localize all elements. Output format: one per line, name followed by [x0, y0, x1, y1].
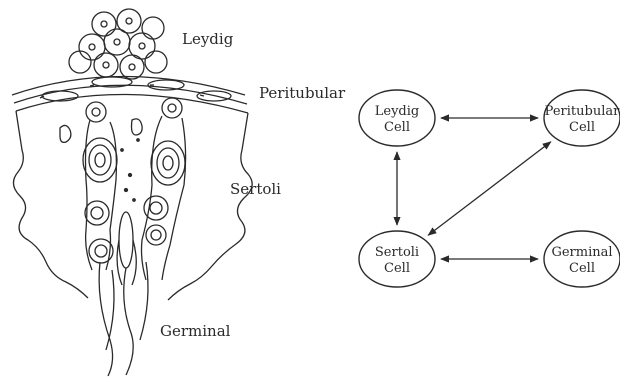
tissue-illustration — [12, 9, 252, 376]
label-germinal: Germinal — [160, 322, 230, 340]
label-leydig: Leydig — [182, 30, 233, 48]
edge-sertoli-peritubular — [428, 142, 551, 235]
label-peritubular: Peritubular — [259, 84, 345, 102]
node-sertoli-label-2: Cell — [384, 261, 410, 276]
node-leydig-label-1: Leydig — [375, 104, 419, 119]
node-peritubular-label-1: Peritubular — [545, 104, 620, 119]
label-sertoli: Sertoli — [230, 180, 281, 198]
sertoli-tissue-outline — [13, 111, 252, 300]
node-sertoli-label-1: Sertoli — [375, 245, 419, 260]
leydig-cell-cluster — [69, 9, 167, 79]
germ-cell-column-right — [142, 98, 186, 280]
node-peritubular-label-2: Cell — [569, 120, 595, 135]
node-germinal-label-2: Cell — [569, 261, 595, 276]
interaction-network: LeydigCellPeritubularCellSertoliCellGerm… — [359, 90, 620, 287]
node-leydig-label-2: Cell — [384, 120, 410, 135]
node-germinal-label-1: Germinal — [551, 245, 612, 260]
germ-cell-column-left — [83, 102, 117, 270]
peritubular-layer — [12, 77, 248, 114]
